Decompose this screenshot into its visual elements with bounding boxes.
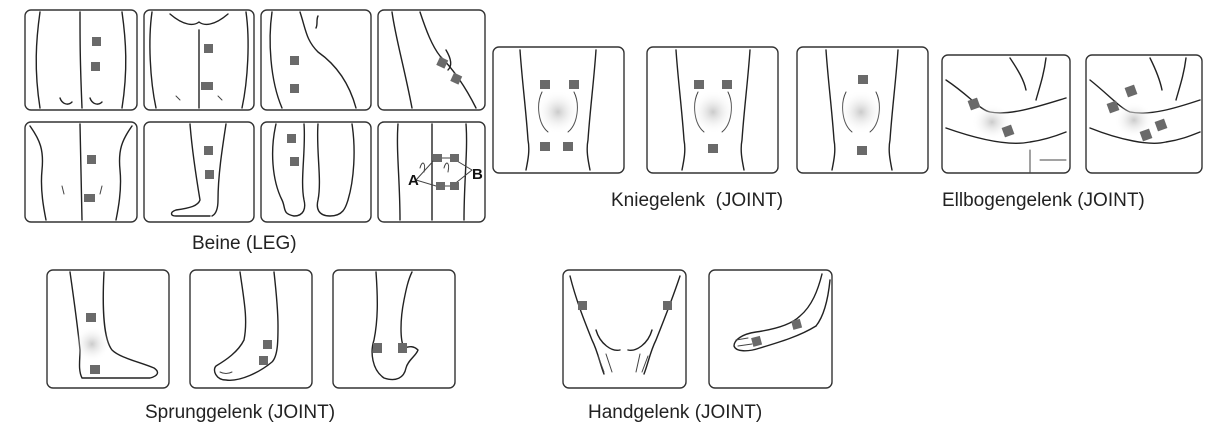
ankle-panel-3: [333, 270, 455, 388]
leg-panel-side-knee: [378, 10, 485, 110]
electrode-pad: [578, 301, 587, 310]
ankle-panel-2: [190, 270, 312, 388]
elbow-panel-1: [942, 55, 1070, 173]
electrode-pad: [398, 343, 407, 353]
electrode-pad: [290, 56, 299, 65]
electrode-pad: [450, 154, 459, 162]
electrode-pad: [204, 44, 213, 53]
electrode-pad: [540, 80, 550, 89]
electrode-pad: [858, 75, 868, 84]
electrode-pad: [569, 80, 579, 89]
electrode-pad: [373, 343, 382, 353]
electrode-pad: [290, 157, 299, 166]
electrode-pad: [722, 80, 732, 89]
legs-caption: Beine (LEG): [192, 233, 297, 254]
electrode-pad: [287, 134, 296, 143]
leg-panel-side-thigh: [261, 10, 371, 110]
electrode-pad: [92, 37, 101, 46]
legs-group: A B: [25, 10, 485, 222]
electrode-pad: [259, 356, 268, 365]
leg-panel-front-legs: [25, 122, 137, 222]
ankle-caption: Sprunggelenk (JOINT): [145, 402, 335, 423]
electrode-pad: [540, 142, 550, 151]
wrist-caption: Handgelenk (JOINT): [588, 402, 762, 423]
electrode-pad: [91, 62, 100, 71]
elbow-group: Ellbogengelenk (JOINT): [942, 55, 1202, 211]
electrode-pad: [87, 155, 96, 164]
knee-panel-3: [797, 47, 928, 173]
electrode-pad: [84, 194, 95, 202]
electrode-pad: [450, 182, 459, 190]
electrode-pad: [86, 313, 96, 322]
knee-group: Kniegelenk (JOINT): [493, 47, 928, 211]
electrode-pad: [857, 146, 867, 155]
electrode-pad: [563, 142, 573, 151]
knee-panel-2: [647, 47, 778, 173]
electrode-pad: [263, 340, 272, 349]
electrode-pad: [436, 182, 445, 190]
leg-panel-knees-ab: A B: [378, 122, 485, 222]
marker-b-label: B: [472, 166, 483, 183]
leg-panel-back-thighs: [144, 10, 254, 110]
electrode-pad: [290, 84, 299, 93]
wrist-group: [563, 270, 832, 388]
wrist-panel-1: [563, 270, 686, 388]
knee-caption: Kniegelenk (JOINT): [611, 190, 783, 211]
electrode-pad: [663, 301, 672, 310]
ankle-panel-1: [47, 270, 169, 388]
electrode-pad: [201, 82, 213, 90]
electrode-pad: [205, 170, 214, 179]
electrode-pad: [708, 144, 718, 153]
elbow-caption: Ellbogengelenk (JOINT): [942, 190, 1145, 211]
elbow-panel-2: [1086, 55, 1202, 173]
wrist-panel-2: [709, 270, 832, 388]
ankle-group: [47, 270, 455, 388]
electrode-pad: [204, 146, 213, 155]
marker-a-label: A: [408, 172, 419, 189]
electrode-pad: [694, 80, 704, 89]
leg-panel-back-calves: [261, 122, 371, 222]
leg-panel-front-thighs: [25, 10, 137, 110]
electrode-pad: [433, 154, 442, 162]
leg-panel-lower-leg-foot: [144, 122, 254, 222]
knee-panel-1: [493, 47, 624, 173]
electrode-pad: [90, 365, 100, 374]
